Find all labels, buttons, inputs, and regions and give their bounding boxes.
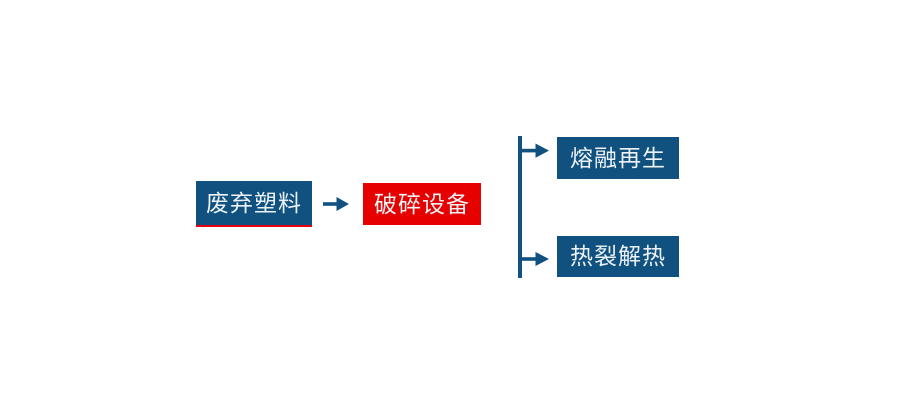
node-crushing-equipment-label: 破碎设备 [374, 190, 470, 217]
arrow-head [336, 197, 349, 211]
node-melt-regeneration-label: 熔融再生 [570, 144, 666, 171]
branch-connector [518, 136, 549, 278]
branch-arrow-bottom-stem [521, 257, 537, 261]
arrow-stem [323, 202, 338, 206]
node-pyrolysis-heat-label: 热裂解热 [570, 243, 666, 269]
arrow-right-icon [323, 197, 349, 211]
branch-vertical-line [518, 136, 522, 278]
node-pyrolysis-heat: 热裂解热 [557, 236, 679, 277]
branch-arrow-top-head [535, 143, 549, 158]
node-waste-plastic: 废弃塑料 [196, 181, 312, 227]
node-waste-plastic-label: 废弃塑料 [206, 189, 302, 216]
branch-arrow-bottom-head [535, 252, 549, 266]
branch-arrow-top-stem [521, 148, 537, 153]
node-melt-regeneration: 熔融再生 [557, 137, 679, 179]
node-crushing-equipment: 破碎设备 [363, 183, 481, 225]
